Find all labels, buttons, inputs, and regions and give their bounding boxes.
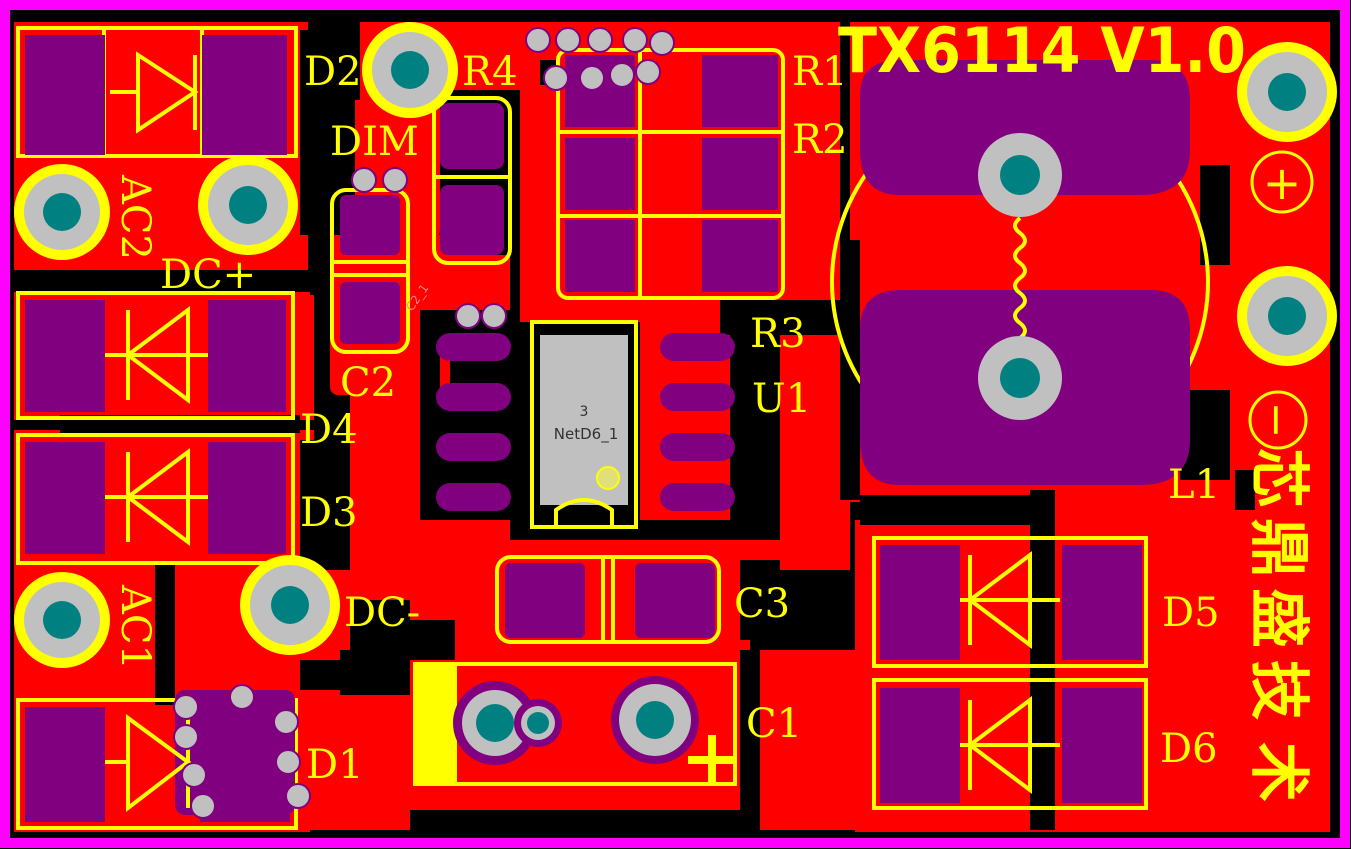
th-c1-left [453, 681, 562, 765]
diode-symbols [105, 51, 1060, 813]
label-r1: R1 [792, 49, 848, 95]
label-d3: D3 [300, 490, 358, 536]
label-r3: R3 [750, 311, 806, 357]
through-holes [14, 22, 1337, 765]
th-ac2-right [198, 155, 298, 255]
company-char-1: 芯 [1243, 448, 1313, 508]
board-title: TX6114 V1.0 [838, 14, 1246, 87]
label-ac1: AC1 [112, 584, 158, 670]
minus-symbol-ring [1248, 390, 1308, 450]
u1-pin1-dot [596, 466, 620, 490]
c1-plus-mark [688, 735, 735, 785]
u1-pad-pin-number: 3 [580, 404, 589, 420]
label-d5: D5 [1162, 590, 1220, 636]
company-char-4: 技 [1243, 660, 1313, 720]
output-minus-symbol: − [1251, 402, 1302, 439]
label-dc-minus: DC- [344, 590, 420, 636]
plus-symbol-ring [1250, 150, 1314, 214]
label-d6: D6 [1160, 726, 1218, 772]
th-output-minus [1237, 266, 1337, 366]
label-r4: R4 [462, 49, 518, 95]
label-c1: C1 [746, 701, 802, 747]
vias [173, 27, 675, 819]
label-c2: C2 [340, 360, 396, 406]
u1-pad-net-name: NetD6_1 [554, 425, 618, 444]
th-ac2-left [14, 164, 110, 260]
label-dim: DIM [330, 119, 419, 165]
company-char-5: 术 [1243, 742, 1313, 802]
th-c1-right [611, 676, 699, 764]
label-d4: D4 [300, 407, 358, 453]
label-d2: D2 [304, 49, 362, 95]
label-u1: U1 [752, 376, 811, 422]
th-output-plus [1237, 42, 1337, 142]
company-name: 芯 鼎 盛 技 术 [1243, 448, 1313, 802]
polarity-symbols: + − [1248, 150, 1314, 450]
label-ac2: AC2 [112, 174, 158, 260]
label-l1: L1 [1168, 462, 1220, 508]
th-d2 [362, 22, 458, 118]
th-l1-top [978, 133, 1062, 217]
label-dc-plus: DC+ [160, 252, 256, 298]
output-plus-symbol: + [1263, 156, 1302, 210]
smd-pads [25, 35, 1190, 822]
th-l1-bottom [978, 336, 1062, 420]
label-d1: D1 [306, 742, 364, 788]
u1-pin1-notch [554, 498, 614, 527]
company-char-2: 鼎 [1243, 518, 1313, 578]
th-ac1 [14, 572, 110, 668]
th-dc-minus [240, 555, 340, 655]
company-char-3: 盛 [1243, 588, 1313, 648]
silkscreen-labels: D2 R4 R1 R2 DIM DC+ R3 C2 U1 D4 D3 DC- C… [112, 49, 1220, 788]
label-c3: C3 [734, 581, 790, 627]
label-r2: R2 [792, 117, 848, 163]
c1-polarity-bar [415, 664, 457, 784]
